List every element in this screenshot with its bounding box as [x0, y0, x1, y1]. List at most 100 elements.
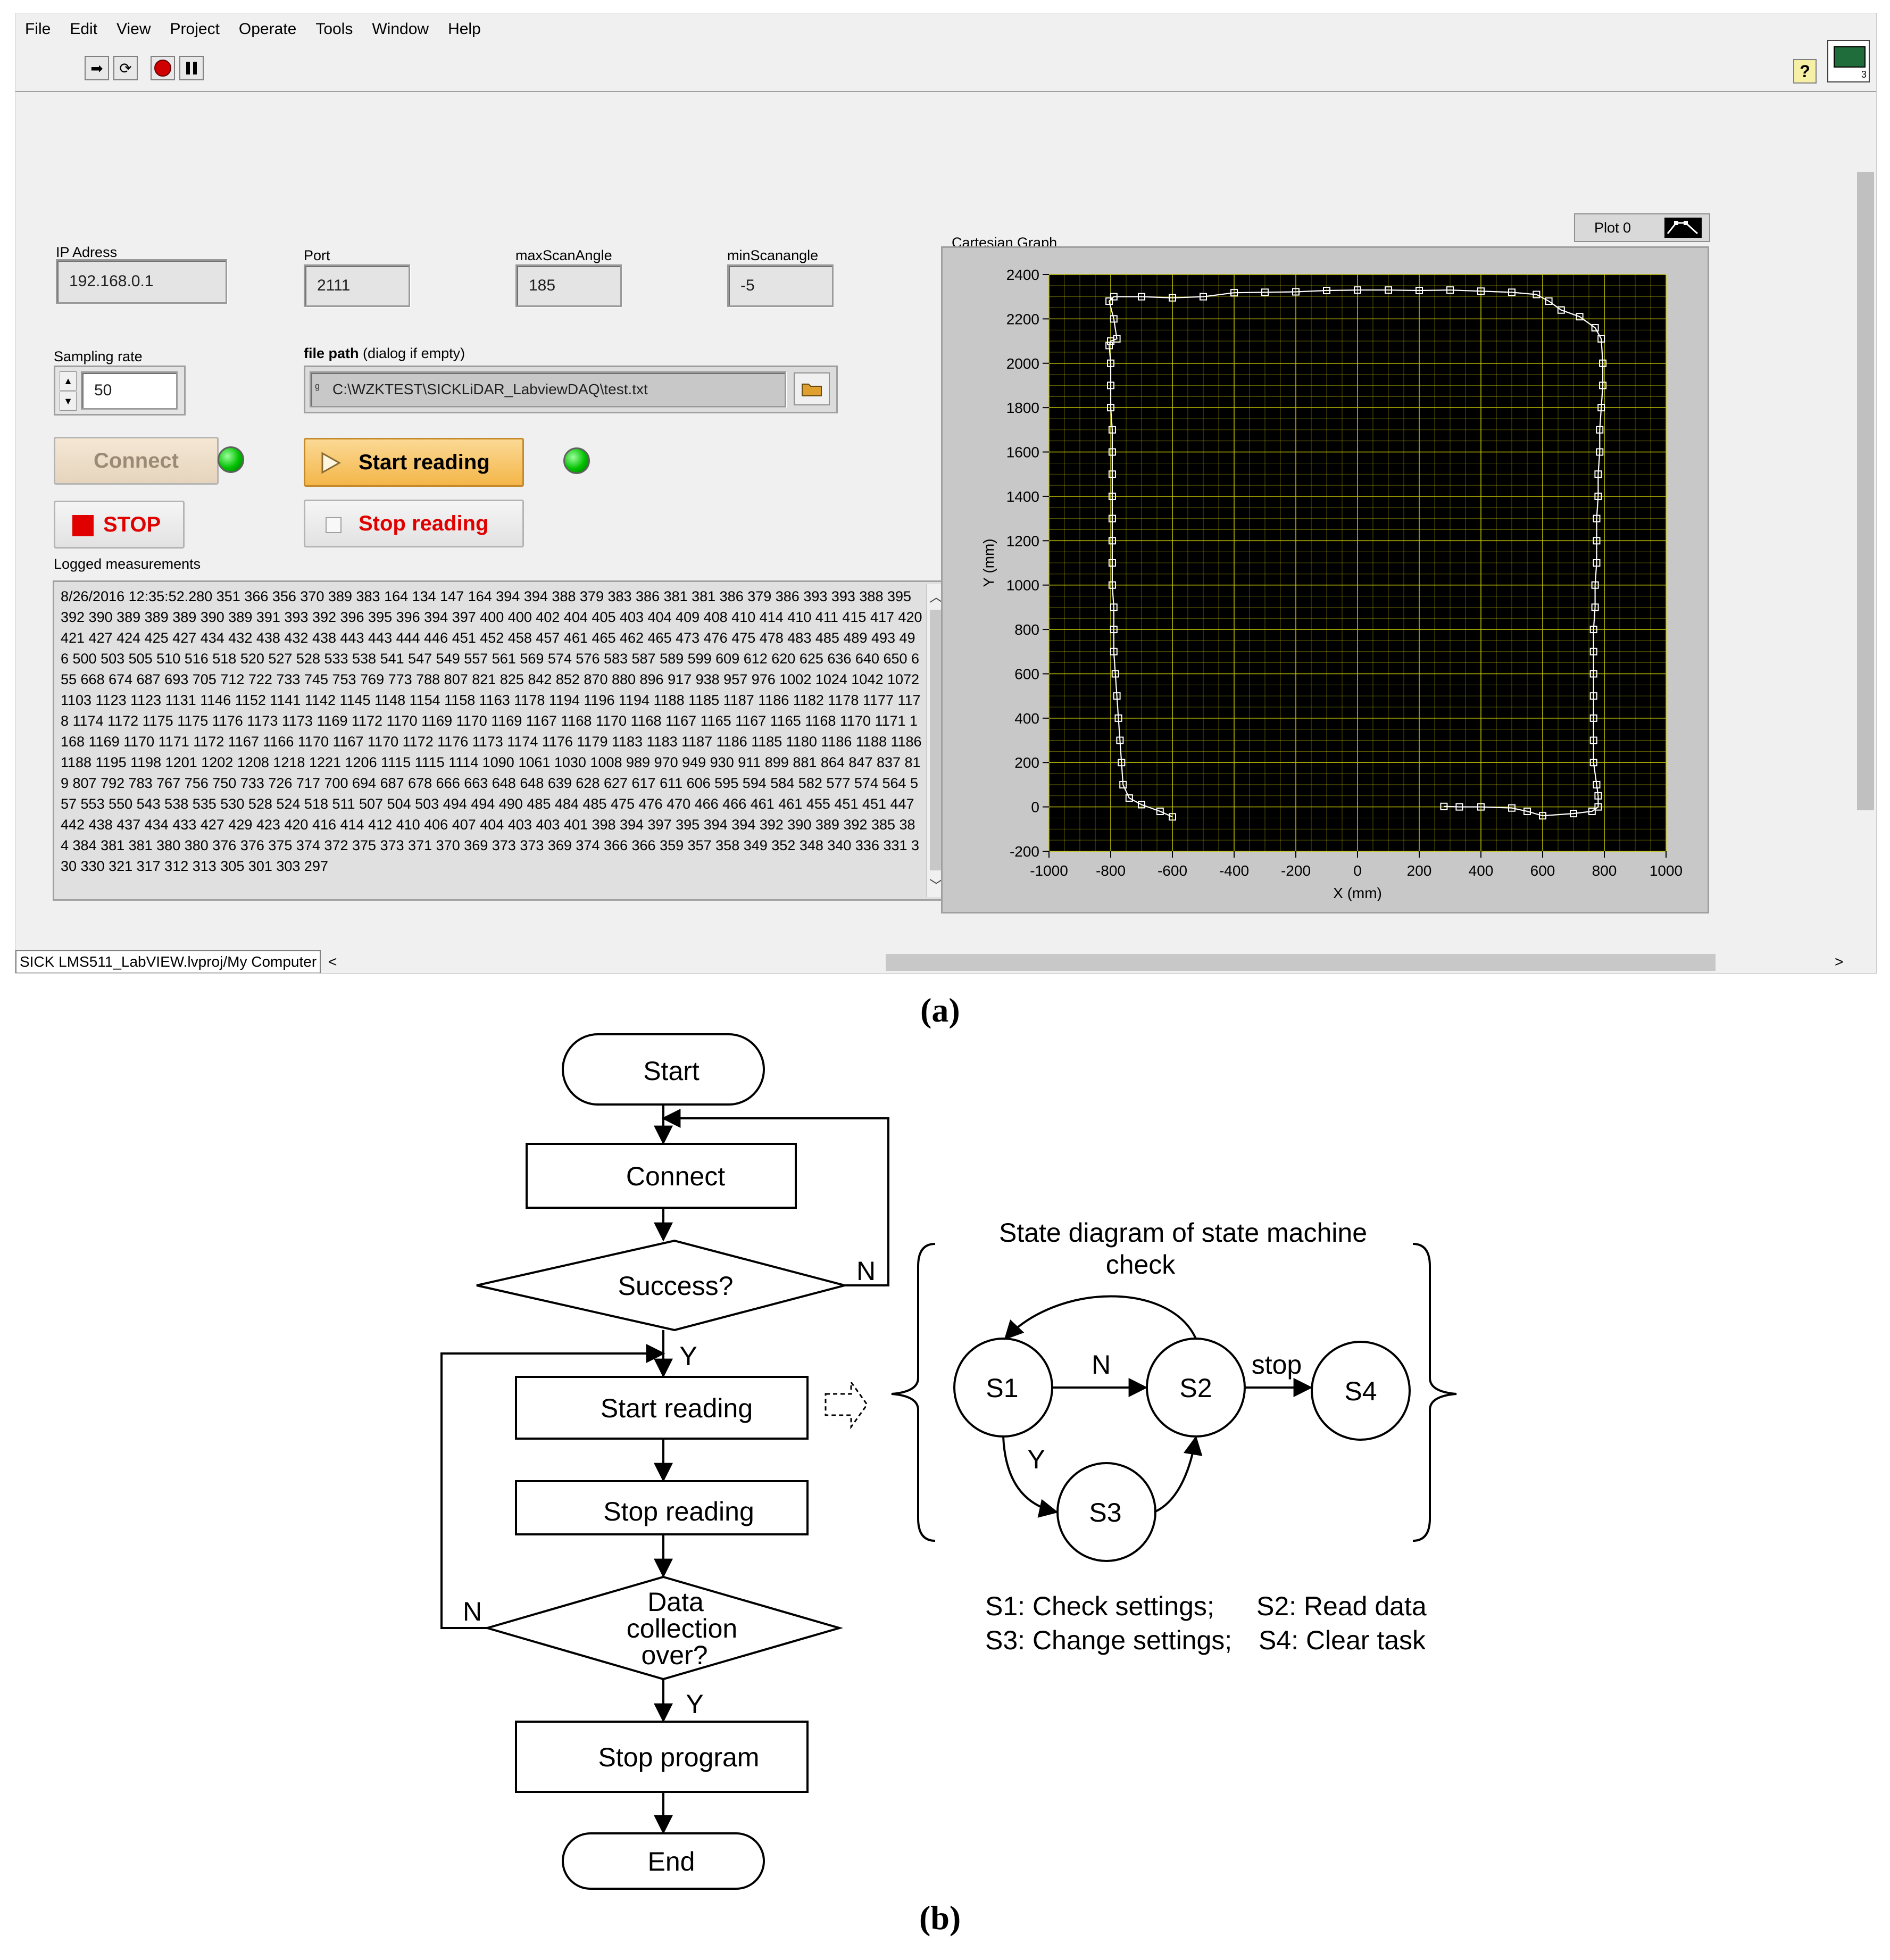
scan-series-line [1108, 289, 1604, 818]
start-reading-button[interactable]: Start reading [304, 438, 524, 487]
scan-point [1477, 287, 1485, 295]
menu-edit[interactable]: Edit [70, 20, 98, 38]
connect-status-led [218, 446, 244, 473]
scan-point [1108, 581, 1116, 589]
scan-point [1570, 810, 1577, 818]
x-tick-label: 600 [1530, 862, 1555, 879]
scan-point [1594, 792, 1602, 800]
ip-address-field[interactable]: 192.168.0.1 [56, 259, 227, 304]
scan-point [1116, 736, 1124, 744]
browse-folder-icon[interactable] [794, 372, 830, 405]
stop-button[interactable]: STOP [54, 501, 185, 549]
legend-s2: S2: Read data [1256, 1591, 1427, 1621]
increment-arrow-icon[interactable]: ▲ [60, 371, 77, 391]
scan-point [1591, 324, 1599, 332]
file-path-field[interactable]: C:\WZKTEST\SICKLiDAR_LabviewDAQ\test.txt [310, 371, 786, 408]
window-horizontal-scroll-thumb[interactable] [886, 954, 1716, 971]
window-vertical-scroll-thumb[interactable] [1857, 172, 1874, 810]
file-path-label-bold: file path [304, 345, 359, 361]
logged-measurements-box[interactable]: 8/26/2016 12:35:52.280 351 366 356 370 3… [53, 580, 950, 901]
x-tick-label: -400 [1219, 862, 1249, 879]
scan-point [1597, 404, 1605, 412]
y-tick-label: 0 [1031, 799, 1039, 816]
port-field[interactable]: 2111 [304, 264, 410, 307]
min-scan-angle-field[interactable]: -5 [727, 264, 834, 307]
plot-style-icon [1664, 218, 1702, 238]
connect-box [526, 1143, 797, 1209]
menu-file[interactable]: File [25, 20, 51, 38]
legend-s4: S4: Clear task [1259, 1625, 1426, 1655]
scroll-down-arrow-icon[interactable]: ﹀ [929, 878, 943, 894]
y-tick-label: 1200 [1006, 533, 1039, 549]
scan-point [1508, 288, 1516, 296]
scan-point [1261, 288, 1269, 296]
x-tick-label: -200 [1281, 862, 1311, 879]
logged-measurements-text: 8/26/2016 12:35:52.280 351 366 356 370 3… [61, 588, 922, 874]
pause-icon[interactable] [179, 56, 204, 80]
scan-point [1118, 759, 1126, 767]
success-decision [476, 1239, 849, 1332]
left-brace [891, 1243, 936, 1542]
scan-point [1156, 807, 1164, 815]
scan-point [1125, 794, 1133, 802]
window-vertical-scrollbar[interactable] [1855, 92, 1876, 957]
menu-tools[interactable]: Tools [315, 20, 353, 38]
run-continuously-icon[interactable]: ⟳ [113, 56, 138, 80]
scan-point [1114, 714, 1122, 722]
vi-icon-screen [1834, 46, 1866, 68]
scan-point [1110, 315, 1118, 323]
data-collection-n-label: N [463, 1597, 482, 1626]
scan-point [1588, 807, 1596, 815]
checkbox-square-icon [326, 517, 342, 533]
pause-icon-glyph [186, 62, 197, 74]
scroll-right-arrow-icon[interactable]: > [1835, 953, 1844, 970]
log-scroll-thumb[interactable] [930, 610, 943, 870]
caption-a: (a) [920, 991, 960, 1030]
sampling-rate-field[interactable]: 50 [81, 371, 178, 410]
plot-style-glyph [1667, 221, 1698, 235]
scan-point [1138, 293, 1145, 301]
menu-operate[interactable]: Operate [238, 20, 297, 38]
scan-point [1108, 426, 1116, 434]
plot-legend[interactable]: Plot 0 [1574, 213, 1710, 242]
state-s4-text: S4 [1344, 1376, 1377, 1406]
connect-button[interactable]: Connect [54, 437, 219, 485]
labview-front-panel-window: File Edit View Project Operate Tools Win… [15, 13, 1877, 974]
scan-point [1594, 470, 1602, 478]
scan-point [1508, 804, 1516, 812]
port-label: Port [304, 247, 330, 263]
stop-reading-button[interactable]: Stop reading [304, 500, 524, 547]
x-tick-label: -800 [1096, 862, 1126, 879]
caption-b: (b) [919, 1898, 961, 1938]
abort-icon[interactable] [151, 56, 175, 80]
state-s2-text: S2 [1179, 1373, 1212, 1403]
scan-point [1593, 537, 1601, 545]
transition-stop-label: stop [1252, 1350, 1302, 1380]
scan-point [1107, 404, 1114, 412]
run-arrow-icon[interactable]: ➡ [85, 56, 109, 80]
decrement-arrow-icon[interactable]: ▼ [60, 392, 77, 411]
connect-text: Connect [626, 1161, 725, 1191]
scan-point [1138, 801, 1145, 809]
menu-view[interactable]: View [116, 20, 151, 38]
x-tick-label: 200 [1407, 862, 1432, 879]
menu-project[interactable]: Project [170, 20, 220, 38]
start-text: Start [643, 1056, 700, 1086]
success-text: Success? [618, 1271, 734, 1301]
scroll-left-arrow-icon[interactable]: < [328, 953, 337, 970]
menu-bar: File Edit View Project Operate Tools Win… [15, 13, 1876, 45]
menu-window[interactable]: Window [372, 20, 429, 38]
scan-point [1589, 670, 1597, 678]
scroll-up-arrow-icon[interactable]: ︿ [929, 589, 943, 605]
abort-icon-glyph [154, 60, 171, 77]
menu-help[interactable]: Help [448, 20, 481, 38]
state-diagram-title-2: check [1106, 1250, 1176, 1280]
y-tick-label: 1400 [1006, 488, 1039, 505]
data-collection-text-2: collection [627, 1614, 737, 1643]
scan-point [1545, 297, 1553, 305]
max-scan-angle-field[interactable]: 185 [515, 264, 622, 307]
context-help-button[interactable]: ? [1793, 59, 1817, 84]
scan-point [1594, 803, 1602, 811]
